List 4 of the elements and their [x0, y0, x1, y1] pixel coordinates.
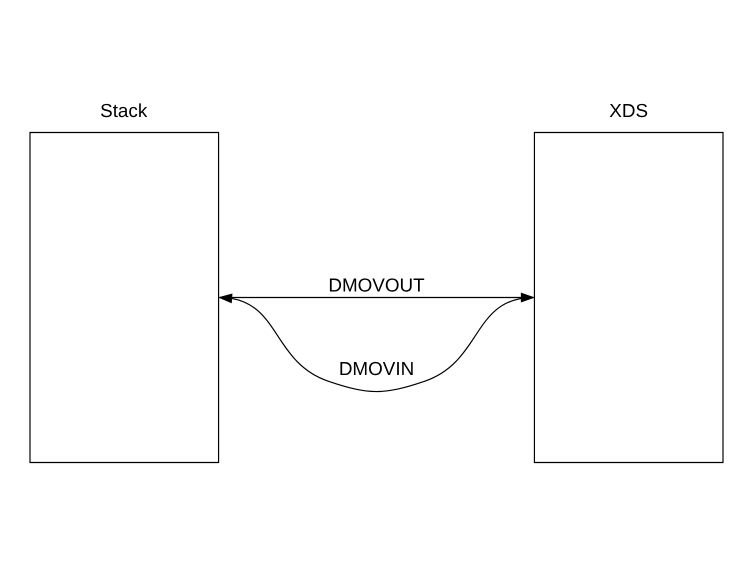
- node-label: Stack: [100, 99, 148, 120]
- edge-label: DMOVIN: [338, 358, 414, 379]
- edge-label: DMOVOUT: [328, 274, 425, 295]
- node-label: XDS: [609, 99, 648, 120]
